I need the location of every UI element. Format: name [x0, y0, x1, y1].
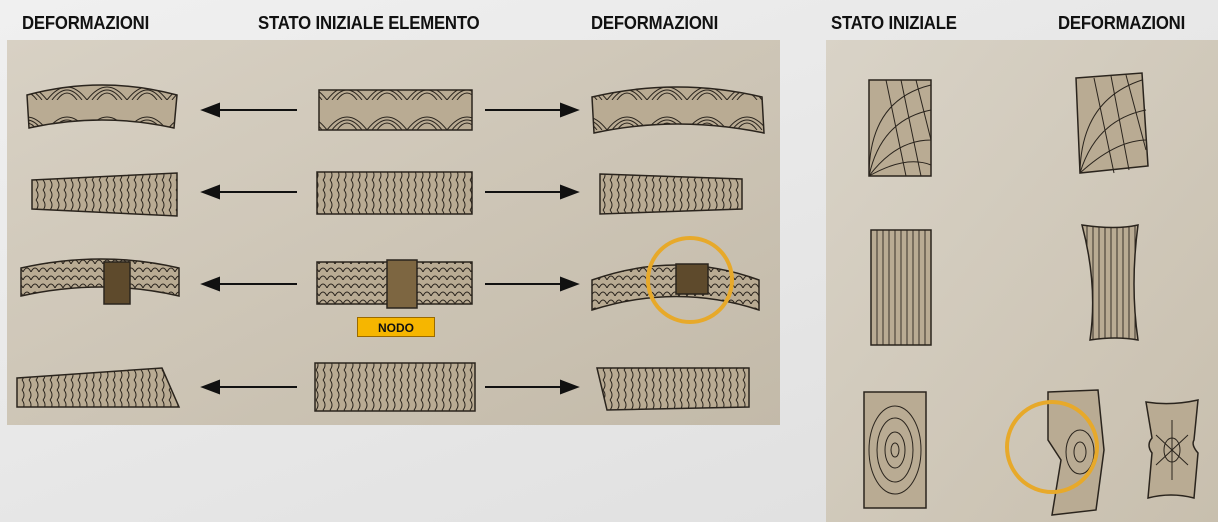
arrow-right-row4: [485, 379, 580, 395]
header-stato-iniziale: STATO INIZIALE: [831, 13, 957, 33]
knot-right: [675, 263, 709, 295]
arrow-right-row3: [485, 276, 580, 292]
arrow-right-row2: [485, 184, 580, 200]
deformed-board-knot-left: [20, 258, 180, 297]
left-diagram-photo: NODO: [7, 40, 780, 425]
arrow-left-row2: [200, 184, 297, 200]
deformed-section-radial: [1075, 72, 1149, 174]
deformed-section-cross-split: [1145, 399, 1199, 499]
highlight-circle-split: [1005, 400, 1099, 494]
deformed-board-cupped-right: [591, 86, 765, 134]
right-diagram-photo: [826, 40, 1218, 522]
header-stato-iniziale-elemento: STATO INIZIALE ELEMENTO: [258, 13, 480, 33]
deformed-board-tapered-right: [599, 173, 743, 215]
deformed-board-skewed-right: [596, 367, 750, 411]
initial-board-row2: [316, 171, 473, 215]
knot-center: [386, 259, 418, 309]
arrow-left-row4: [200, 379, 297, 395]
initial-section-pith: [863, 391, 927, 509]
initial-section-flat: [870, 229, 932, 346]
arrow-left-row1: [200, 102, 297, 118]
arrow-left-row3: [200, 276, 297, 292]
deformed-board-tapered-left: [31, 172, 178, 217]
deformed-board-cupped-left: [26, 84, 178, 129]
header-deformazioni-right: DEFORMAZIONI: [1058, 13, 1186, 33]
knot-left: [103, 261, 131, 305]
initial-section-radial: [868, 79, 932, 177]
arrow-right-row1: [485, 102, 580, 118]
section-deformation-illustration: [826, 40, 1218, 522]
highlight-circle-knot: [646, 236, 734, 324]
board-deformation-illustration: [7, 40, 780, 425]
initial-board-row4: [314, 362, 476, 412]
header-deformazioni-center: DEFORMAZIONI: [591, 13, 719, 33]
nodo-label: NODO: [357, 317, 435, 337]
initial-board-row1: [318, 89, 473, 131]
deformed-section-flat: [1080, 224, 1139, 341]
deformed-board-skewed-left: [16, 367, 181, 408]
header-deformazioni-left: DEFORMAZIONI: [22, 13, 150, 33]
